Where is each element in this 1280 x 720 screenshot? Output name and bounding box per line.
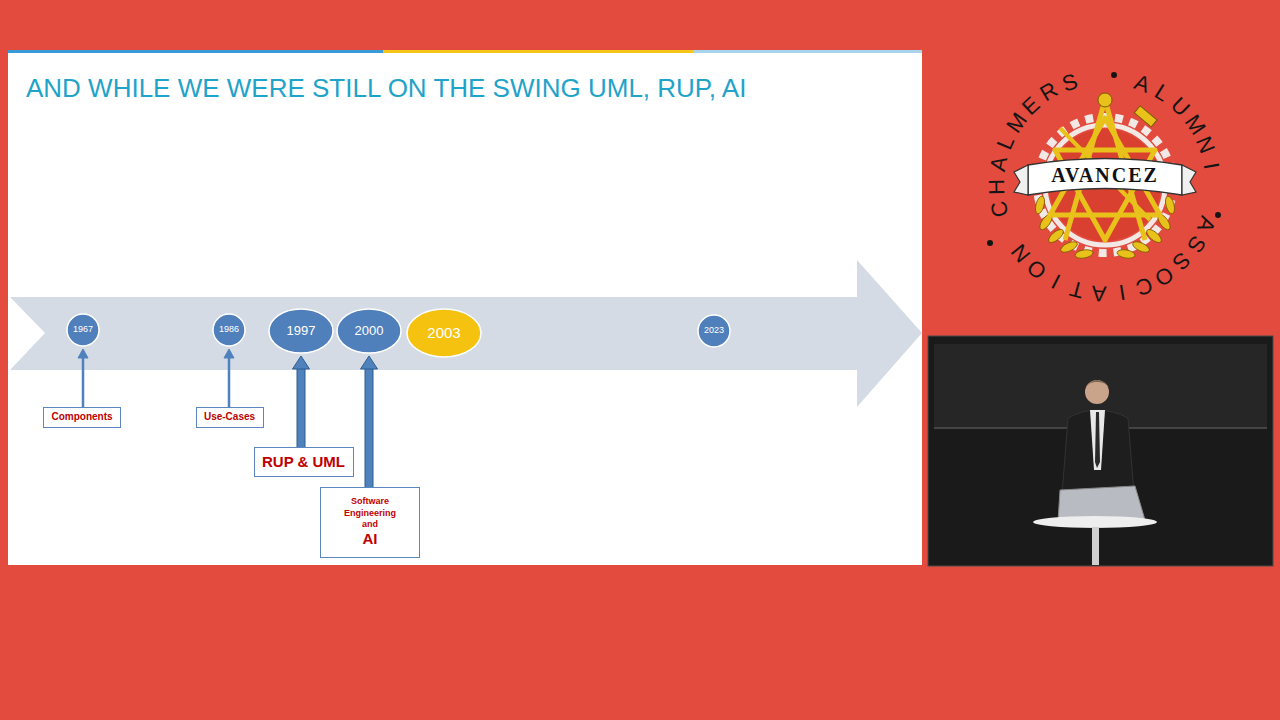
- logo-letter: N: [1192, 133, 1218, 156]
- logo-motto: AVANCEZ: [1051, 164, 1159, 187]
- timeline-pointer: [361, 356, 378, 487]
- highlight-year-circle: 2003: [406, 308, 482, 358]
- circle-shape: [213, 314, 245, 346]
- node-text: 1986: [219, 324, 239, 335]
- node-text: 2023: [704, 325, 724, 336]
- node-content: Software Engineering andAI: [337, 496, 403, 549]
- logo-letter: H: [986, 179, 1008, 195]
- year-circle: 2023: [697, 314, 731, 348]
- slide-title: AND WHILE WE WERE STILL ON THE SWING UML…: [26, 73, 746, 104]
- node-subtext: AI: [363, 530, 378, 549]
- node-text: Software Engineering and: [337, 496, 403, 530]
- logo-letter: A: [1193, 213, 1219, 235]
- node-text: Use-Cases: [204, 411, 255, 424]
- logo-letter: R: [1037, 79, 1062, 106]
- pointer-shaft: [298, 369, 305, 447]
- node-text: 2003: [427, 324, 460, 343]
- circle-shape: [407, 309, 481, 357]
- logo-letter: I: [1200, 161, 1223, 171]
- logo-letter: C: [987, 199, 1012, 219]
- logo-letter: T: [1068, 277, 1087, 302]
- timeline-arrow: [10, 260, 922, 407]
- pointer-shaft: [228, 358, 231, 407]
- logo-letter: M: [1180, 111, 1208, 138]
- slide-stripe: [383, 50, 693, 53]
- circle-shape: [337, 309, 401, 353]
- arrow-head: [224, 349, 234, 358]
- arrow-head: [293, 356, 310, 369]
- logo-letter: O: [1151, 262, 1177, 290]
- logo-letter: C: [1132, 273, 1155, 299]
- pointer-outline: [297, 369, 306, 447]
- node-content: RUP & UML: [262, 453, 345, 472]
- circle-shape: [67, 314, 99, 346]
- logo-letter: O: [1023, 255, 1050, 283]
- slide-stripe: [693, 50, 922, 53]
- node-content: 2023: [704, 325, 724, 336]
- logo-letter: I: [1117, 280, 1126, 303]
- arrow-head: [361, 356, 378, 369]
- timeline-pointer: [224, 349, 234, 407]
- node-content: 1997: [287, 323, 316, 339]
- topic-box: RUP & UML: [254, 447, 354, 477]
- logo-letter: M: [1002, 109, 1031, 137]
- node-text: 1967: [73, 324, 93, 335]
- node-content: 1986: [219, 324, 239, 335]
- timeline-pointer: [293, 356, 310, 447]
- logo-letter: A: [987, 155, 1011, 174]
- slide-stripe: [8, 50, 383, 53]
- node-text: RUP & UML: [262, 453, 345, 472]
- topic-box: Use-Cases: [196, 407, 264, 428]
- node-text: Components: [51, 411, 112, 424]
- year-circle: 1986: [212, 313, 246, 347]
- circle-shape: [698, 315, 730, 347]
- node-text: 1997: [287, 323, 316, 339]
- arrow-head: [78, 349, 88, 358]
- slide-panel: [8, 50, 922, 565]
- timeline-pointer: [78, 349, 88, 407]
- presenter-video: [928, 336, 1273, 566]
- logo-letter: S: [1168, 248, 1194, 274]
- year-circle: 1997: [268, 308, 334, 354]
- pointer-shaft: [82, 358, 85, 407]
- logo-letter: I: [1048, 270, 1063, 292]
- node-content: 2000: [355, 323, 384, 339]
- year-circle: 1967: [66, 313, 100, 347]
- logo-letter: S: [1182, 232, 1208, 256]
- circle-shape: [269, 309, 333, 353]
- topic-box: Components: [43, 407, 121, 428]
- logo-emblem: [987, 72, 1221, 260]
- node-text: 2000: [355, 323, 384, 339]
- logo-letter: L: [993, 133, 1018, 153]
- logo-letter: S: [1059, 70, 1080, 96]
- year-circle: 2000: [336, 308, 402, 354]
- node-content: Use-Cases: [204, 411, 255, 424]
- logo-letter: L: [1151, 81, 1173, 106]
- node-content: 2003: [427, 324, 460, 343]
- logo-letter: A: [1091, 281, 1107, 304]
- pointer-shaft: [366, 369, 373, 487]
- logo-letter: A: [1131, 71, 1152, 97]
- topic-box: Software Engineering andAI: [320, 487, 420, 558]
- pointer-outline: [365, 369, 374, 487]
- node-content: 1967: [73, 324, 93, 335]
- node-content: Components: [51, 411, 112, 424]
